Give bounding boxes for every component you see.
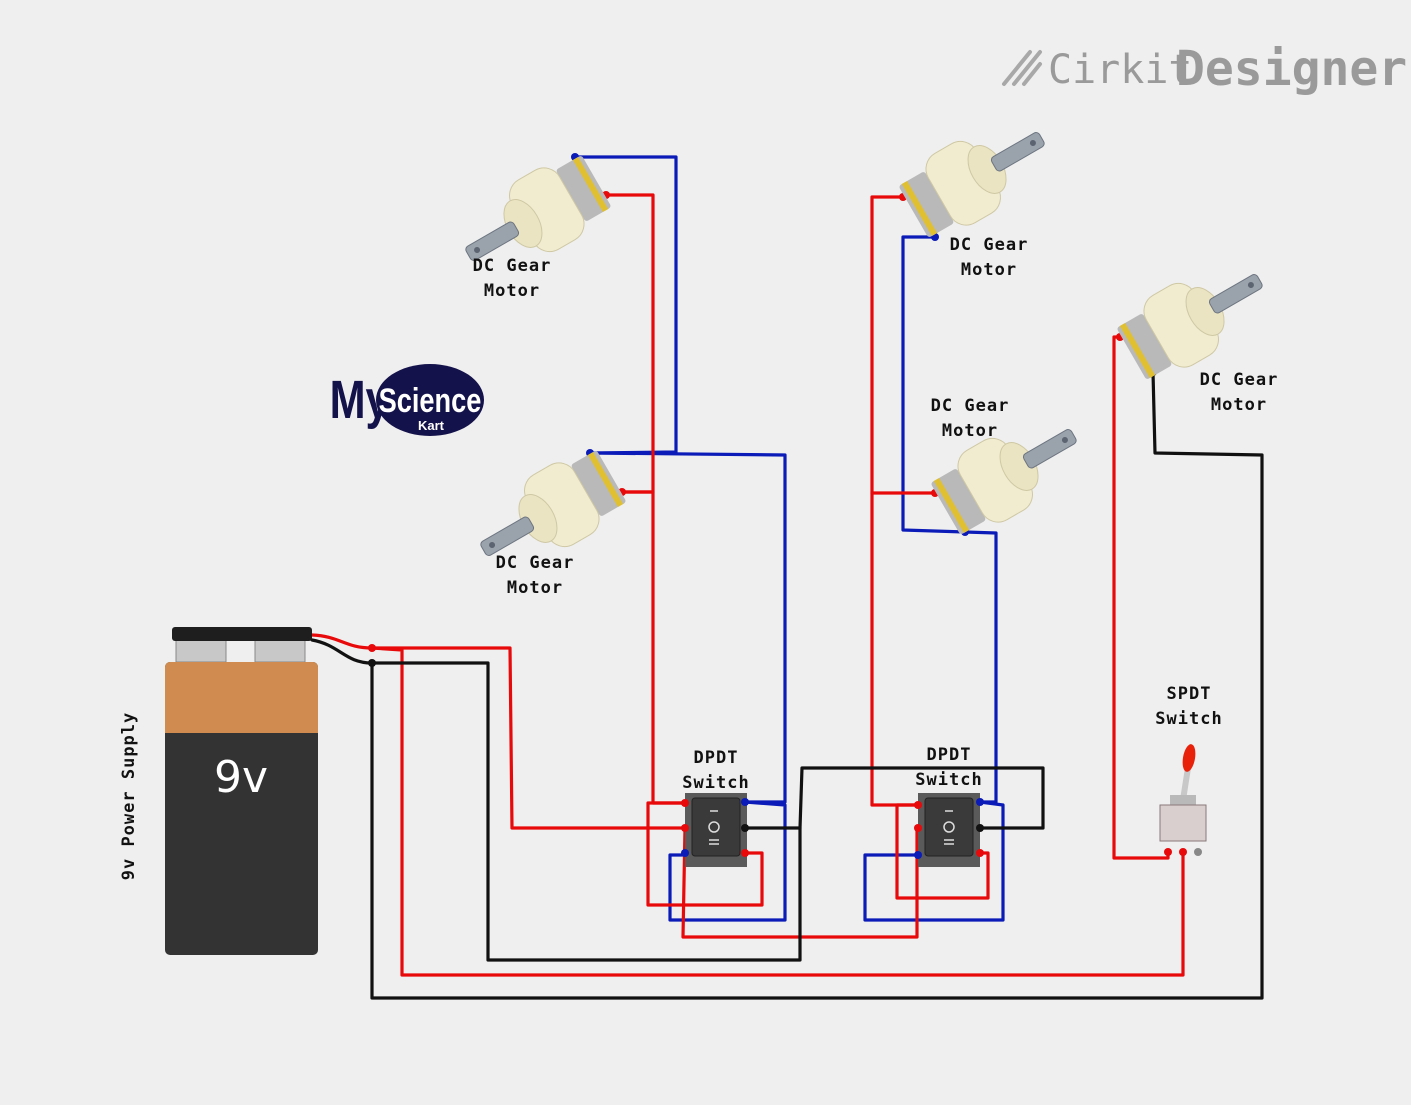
spdt-label-line2: Switch [1155, 709, 1222, 729]
dpdt1-label-line1: DPDT [694, 748, 739, 768]
motor1-label-line2: Motor [484, 281, 540, 301]
spdt-switch[interactable]: SPDT Switch [1155, 684, 1222, 856]
motor3-label-line1: DC Gear [950, 235, 1029, 255]
logo-kart: Kart [418, 418, 445, 433]
battery-label: 9v [214, 752, 268, 803]
wire-blue-switch2-loop [863, 800, 1005, 922]
wire-black-battery [310, 638, 802, 962]
cirkit-designer-brand: Cirkit Designer [1002, 41, 1407, 97]
wire-black-switch1-switch2 [798, 766, 1045, 830]
9v-battery[interactable]: 9v 9v Power Supply [119, 627, 318, 955]
spdt-label-line1: SPDT [1167, 684, 1212, 704]
dc-gear-motor-1[interactable]: DC Gear Motor [447, 145, 618, 301]
motor4-label-line2: Motor [942, 421, 998, 441]
dpdt-switch-1[interactable]: DPDT Switch [681, 748, 750, 867]
wire-blue-motor3-motor4-switch2 [901, 235, 998, 804]
wire-red-motor1 [604, 193, 655, 494]
motor1-label-line1: DC Gear [473, 256, 552, 276]
motor5-label-line1: DC Gear [1200, 370, 1279, 390]
wire-red-motor2-switch1 [620, 490, 687, 805]
wire-red-motor5-spdt [1112, 335, 1170, 860]
motor5-label-line2: Motor [1211, 395, 1267, 415]
battery-caption: 9v Power Supply [119, 712, 139, 881]
dc-gear-motor-4[interactable]: DC Gear Motor [924, 396, 1095, 545]
brand-designer: Designer [1176, 41, 1407, 97]
dpdt2-label-line1: DPDT [927, 745, 972, 765]
logo-science: Science [379, 381, 482, 420]
motor2-label-line2: Motor [507, 578, 563, 598]
dpdt1-label-line2: Switch [682, 773, 749, 793]
pins [368, 153, 1157, 667]
dc-gear-motor-3[interactable]: DC Gear Motor [892, 102, 1063, 280]
motor2-label-line1: DC Gear [496, 553, 575, 573]
dpdt-switch-2[interactable]: DPDT Switch [914, 745, 984, 867]
wires [310, 155, 1264, 1000]
cirkit-logo-icon [1002, 50, 1042, 86]
myscience-kart-logo: My Science Kart [330, 364, 484, 436]
wire-red-battery [310, 633, 687, 830]
wire-red-battery-spdt [370, 646, 1185, 977]
wire-red-motor3-motor4-switch2 [870, 195, 920, 807]
dc-gear-motor-2[interactable]: DC Gear Motor [462, 440, 633, 598]
wire-black-battery-motor5 [370, 370, 1264, 1000]
wire-red-switch1-loop [646, 801, 764, 907]
motor4-label-line1: DC Gear [931, 396, 1010, 416]
wire-blue-switch1-loop [668, 800, 787, 922]
dc-gear-motor-5[interactable]: DC Gear Motor [1110, 244, 1281, 415]
motor3-label-line2: Motor [961, 260, 1017, 280]
brand-cirkit: Cirkit [1048, 47, 1193, 93]
dpdt2-label-line2: Switch [915, 770, 982, 790]
wire-red-switch2-loop [895, 803, 990, 900]
